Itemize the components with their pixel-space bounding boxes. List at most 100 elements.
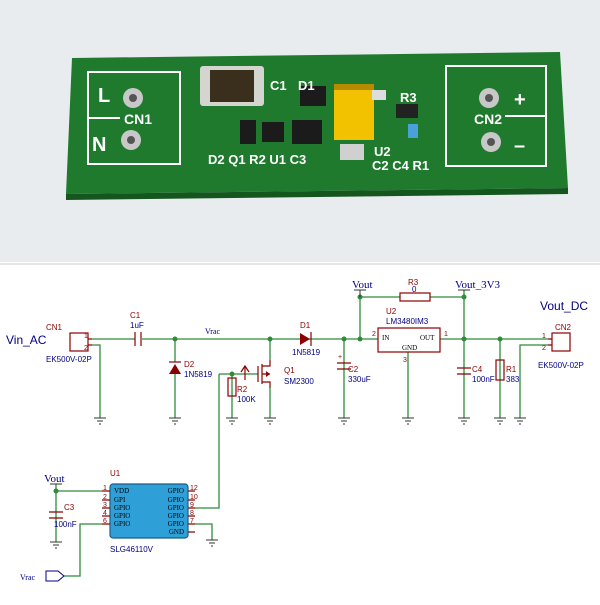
net-vout-3v3: Vout_3V3 (455, 279, 501, 291)
u1-right-pin-name: GPIO (168, 512, 184, 520)
r3-ref: R3 (408, 278, 419, 287)
c1-ref: C1 (130, 311, 141, 320)
ground-symbols (50, 417, 526, 549)
r3-resistor-symbol (399, 292, 431, 302)
r2-ref: R2 (237, 385, 248, 394)
u2-gnd-label: GND (402, 344, 417, 352)
c4-capacitor-symbol (457, 367, 471, 375)
cn2-pin2: 2 (542, 345, 546, 352)
d1-diode (300, 86, 326, 106)
u1-right-pin-name: GPIO (168, 496, 184, 504)
u1-right-pin-num: 8 (190, 510, 194, 517)
cn2-connector (548, 332, 571, 352)
cn2-ref: CN2 (555, 323, 572, 332)
cn1-pad-top (123, 88, 143, 108)
vout-power-flag (354, 289, 366, 297)
c1-value: 1uF (130, 321, 144, 330)
c2-value: 330uF (348, 375, 371, 384)
u2-value: LM3480IM3 (386, 317, 429, 326)
c3-ref: C3 (64, 503, 75, 512)
c4-value: 100nF (472, 375, 495, 384)
c2-ref: C2 (348, 365, 359, 374)
silk-l: L (98, 85, 110, 107)
u2-in-label: IN (382, 334, 389, 342)
u1-right-pin-num: 10 (190, 494, 198, 501)
u1-left-pin-num: 4 (103, 510, 107, 517)
net-vrac: Vrac (205, 327, 221, 336)
r2-value: 100K (237, 395, 256, 404)
u2-ref: U2 (386, 307, 397, 316)
cn1-pad-bottom (121, 130, 141, 150)
u1-right-pin-num: 12 (190, 485, 198, 492)
silk-plus: + (514, 89, 526, 111)
cn2-pad-bottom (481, 132, 501, 152)
u1-ref: U1 (110, 469, 121, 478)
silk-cn2: CN2 (474, 111, 502, 127)
cn1-value: EK500V-02P (46, 355, 92, 364)
u1-right-pin-name: GPIO (168, 504, 184, 512)
cn2-value: EK500V-02P (538, 361, 584, 370)
net-vout-dc: Vout_DC (540, 299, 588, 313)
c4-ref: C4 (472, 365, 483, 374)
junctions (53, 294, 503, 494)
r1-ref: R1 (506, 365, 517, 374)
c2-capacitor-symbol (337, 362, 351, 370)
wires (55, 290, 548, 577)
c2-terminal (340, 144, 364, 160)
u2-out-label: OUT (420, 334, 435, 342)
q1-mosfet-symbol (257, 360, 271, 388)
c3-value: 100nF (54, 520, 77, 529)
u1-right-pin-name: GPIO (168, 487, 184, 495)
pcb-edge (66, 188, 568, 200)
cn1-connector (69, 332, 92, 352)
r1-value: 383 (506, 375, 520, 384)
u1-left-pin-num: 1 (103, 485, 107, 492)
silk-bottom-right: C2 C4 R1 (372, 158, 429, 173)
d2-ref: D2 (184, 360, 195, 369)
c1-capacitor-symbol (134, 332, 142, 346)
q1-value: SM2300 (284, 377, 314, 386)
u1-right-pin-name: GND (169, 528, 184, 536)
u1-left-pin-name: GPIO (114, 512, 130, 520)
u1-left-pin-name: GPIO (114, 520, 130, 528)
d2-value: 1N5819 (184, 370, 213, 379)
silk-minus: – (514, 135, 525, 157)
r1-resistor-symbol (495, 359, 505, 381)
d1-value: 1N5819 (292, 348, 321, 357)
d2-diode (240, 120, 256, 144)
d1-ref: D1 (300, 321, 311, 330)
u1-left-pin-num: 6 (103, 518, 107, 525)
u1-left-pin-name: GPI (114, 496, 126, 504)
cn1-pin1: 1 (84, 333, 88, 340)
u2-regulator-symbol (377, 327, 441, 353)
net-vin-ac: Vin_AC (6, 333, 47, 347)
r3-value: 0 (412, 285, 417, 294)
u1-right-pin-num: 7 (190, 518, 194, 525)
cn2-pad-top (479, 88, 499, 108)
cn1-pin2: 2 (84, 345, 88, 352)
d2-diode-symbol (169, 361, 181, 374)
u2-regulator (396, 104, 418, 118)
silk-u2: U2 (374, 144, 391, 159)
u2-pin-gnd: 3 (403, 357, 407, 364)
u1-chip-symbol (109, 483, 189, 539)
q1-transistor (262, 122, 284, 142)
d1-diode-symbol (300, 332, 312, 346)
u1-left-pin-name: GPIO (114, 504, 130, 512)
c2-tantalum-capacitor (334, 84, 374, 140)
silk-r3: R3 (400, 90, 417, 105)
u2-pin-out: 1 (444, 331, 448, 338)
u1-left-pin-name: VDD (114, 487, 129, 495)
net-vrac-flag: Vrac (20, 573, 36, 582)
u1-value: SLG46110V (110, 545, 154, 554)
net-vout-u1: Vout (44, 473, 65, 485)
c1-capacitor (200, 66, 264, 106)
r2-resistor-symbol (227, 364, 250, 397)
c2-polarity-band (334, 84, 374, 90)
u1-left-pin-num: 3 (103, 502, 107, 509)
vrac-offpage-flag (45, 570, 65, 582)
u1-left-pin-num: 2 (103, 494, 107, 501)
